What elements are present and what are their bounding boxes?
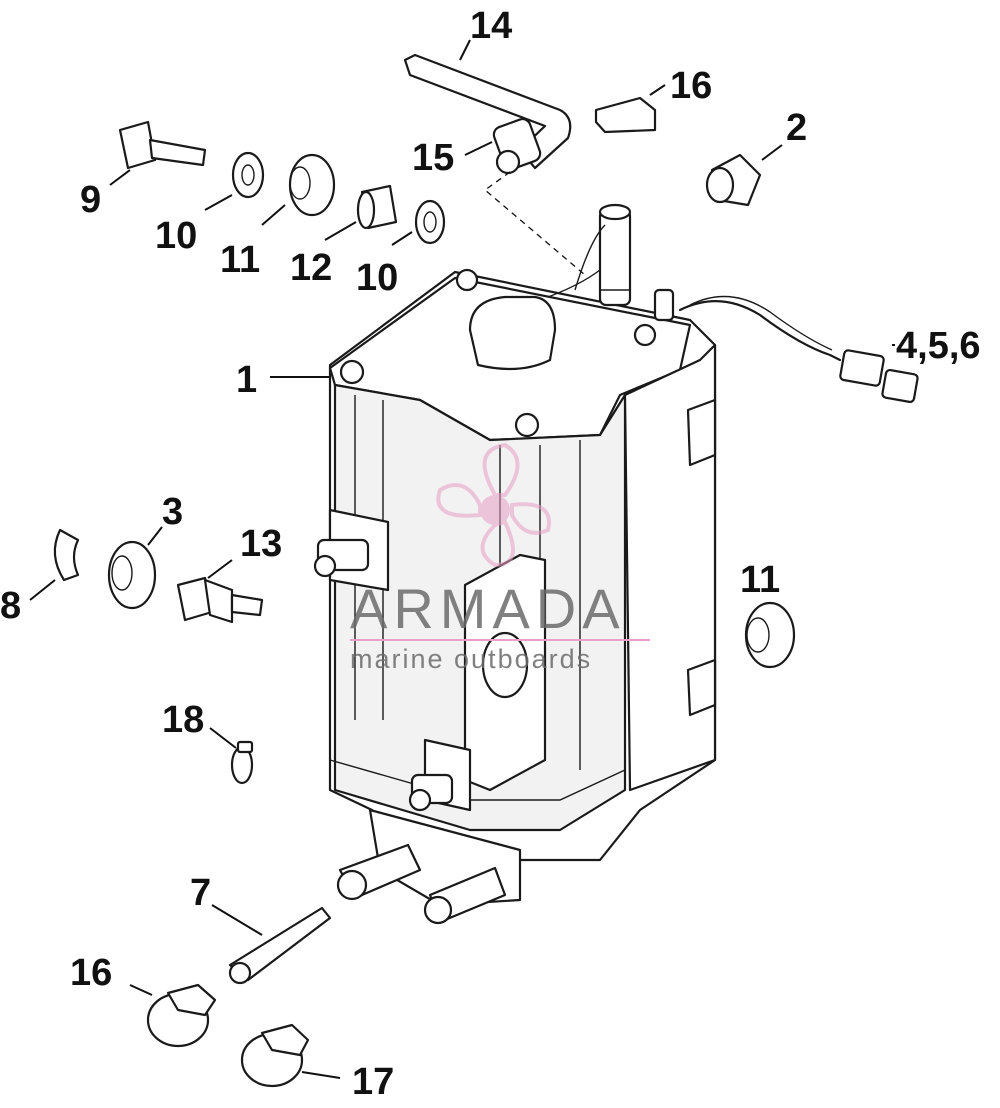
cap-part-2 — [705, 153, 762, 207]
callout-10b: 10 — [356, 257, 398, 299]
watermark-brand: ARMADA — [350, 577, 626, 640]
bolt-part-9 — [118, 120, 207, 170]
callout-8: 8 — [0, 585, 21, 627]
fitting-part-15 — [492, 117, 542, 175]
callout-3: 3 — [162, 491, 183, 533]
clamp-part-16-top — [594, 96, 657, 134]
callout-16a: 16 — [670, 65, 712, 107]
callout-11b: 11 — [740, 559, 780, 601]
grommet-part-11-right — [744, 601, 796, 669]
clamp-part-18 — [230, 740, 254, 785]
clamp-part-16-bottom — [146, 983, 217, 1048]
leader-lines — [29, 39, 895, 1079]
washer-part-10b — [414, 199, 446, 245]
propeller-logo — [436, 442, 551, 568]
callout-16b: 16 — [70, 952, 112, 994]
callout-17: 17 — [352, 1061, 394, 1103]
watermark: ARMADA marine outboards — [350, 442, 650, 674]
e-clip-part-8 — [53, 528, 80, 582]
callout-13: 13 — [240, 523, 282, 565]
watermark-tagline: marine outboards — [350, 644, 592, 674]
grommet-part-11-top — [288, 153, 336, 217]
tube-part-7 — [228, 906, 332, 985]
callout-14: 14 — [470, 5, 512, 47]
grommet-part-3 — [107, 540, 157, 610]
washer-part-10a — [231, 151, 265, 199]
callout-10a: 10 — [155, 215, 197, 257]
callout-2: 2 — [786, 107, 807, 149]
clamp-part-17 — [240, 1023, 310, 1088]
callout-12: 12 — [290, 247, 332, 289]
callout-1: 1 — [236, 359, 257, 401]
sleeve-part-12 — [356, 184, 398, 230]
callout-11a: 11 — [220, 239, 260, 281]
callout-4-5-6: 4,5,6 — [896, 325, 981, 367]
fitting-part-13 — [176, 576, 264, 624]
callout-labels: 1 2 3 4,5,6 7 8 9 10 10 11 11 12 13 14 1… — [0, 5, 981, 1103]
callout-18: 18 — [162, 699, 204, 741]
callout-9: 9 — [80, 179, 101, 221]
fuel-tank-body — [313, 203, 919, 925]
callout-7: 7 — [190, 872, 211, 914]
callout-15: 15 — [412, 137, 454, 179]
